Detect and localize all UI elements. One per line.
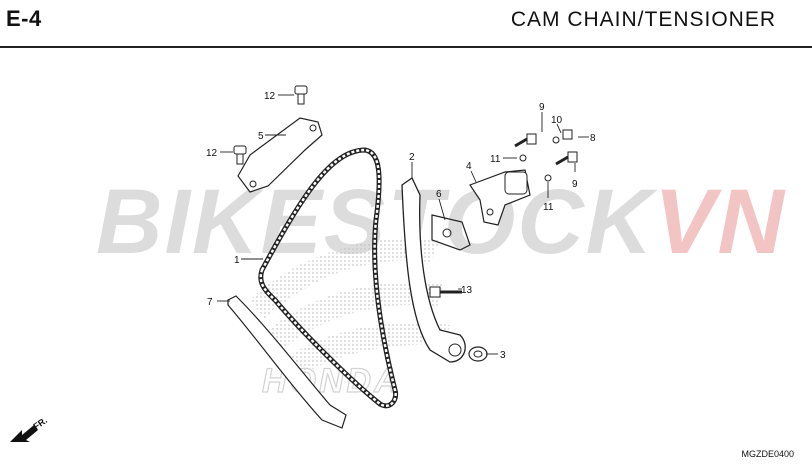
callout-7: 7 (207, 297, 213, 308)
tensioner-arm (401, 177, 466, 363)
callout-10: 10 (551, 115, 563, 126)
callout-2: 2 (409, 152, 415, 163)
callout-9-lower: 9 (572, 179, 578, 190)
tensioner-bolts (429, 129, 578, 298)
page-title: CAM CHAIN/TENSIONER (510, 8, 776, 31)
cam-chain-guide-plate (237, 117, 323, 193)
callout-12-upper: 12 (264, 91, 276, 102)
flange-bolt-lower (233, 145, 247, 165)
callout-6: 6 (436, 189, 442, 200)
callout-3: 3 (500, 350, 506, 361)
collar (468, 346, 488, 362)
page-code: E-4 (6, 6, 42, 31)
leader-lines (217, 94, 589, 355)
gasket (431, 214, 471, 251)
callout-4: 4 (466, 161, 472, 172)
chain-guide (227, 295, 347, 429)
callout-13: 13 (461, 285, 473, 296)
callout-1: 1 (234, 255, 240, 266)
tensioner-lifter (469, 169, 531, 226)
callout-11-left: 11 (490, 154, 501, 165)
flange-bolt-upper (294, 85, 308, 105)
watermark-text-b: VN (654, 171, 786, 273)
callout-5: 5 (258, 131, 264, 142)
callout-9-upper: 9 (539, 102, 545, 113)
header-divider (0, 46, 812, 48)
callout-8: 8 (590, 133, 596, 144)
callout-11-right: 11 (543, 202, 554, 213)
callout-12-lower: 12 (206, 148, 218, 159)
arrow-left-down-icon (10, 425, 38, 442)
diagram-code: MGZDE0400 (741, 449, 794, 459)
cam-chain (258, 147, 399, 409)
